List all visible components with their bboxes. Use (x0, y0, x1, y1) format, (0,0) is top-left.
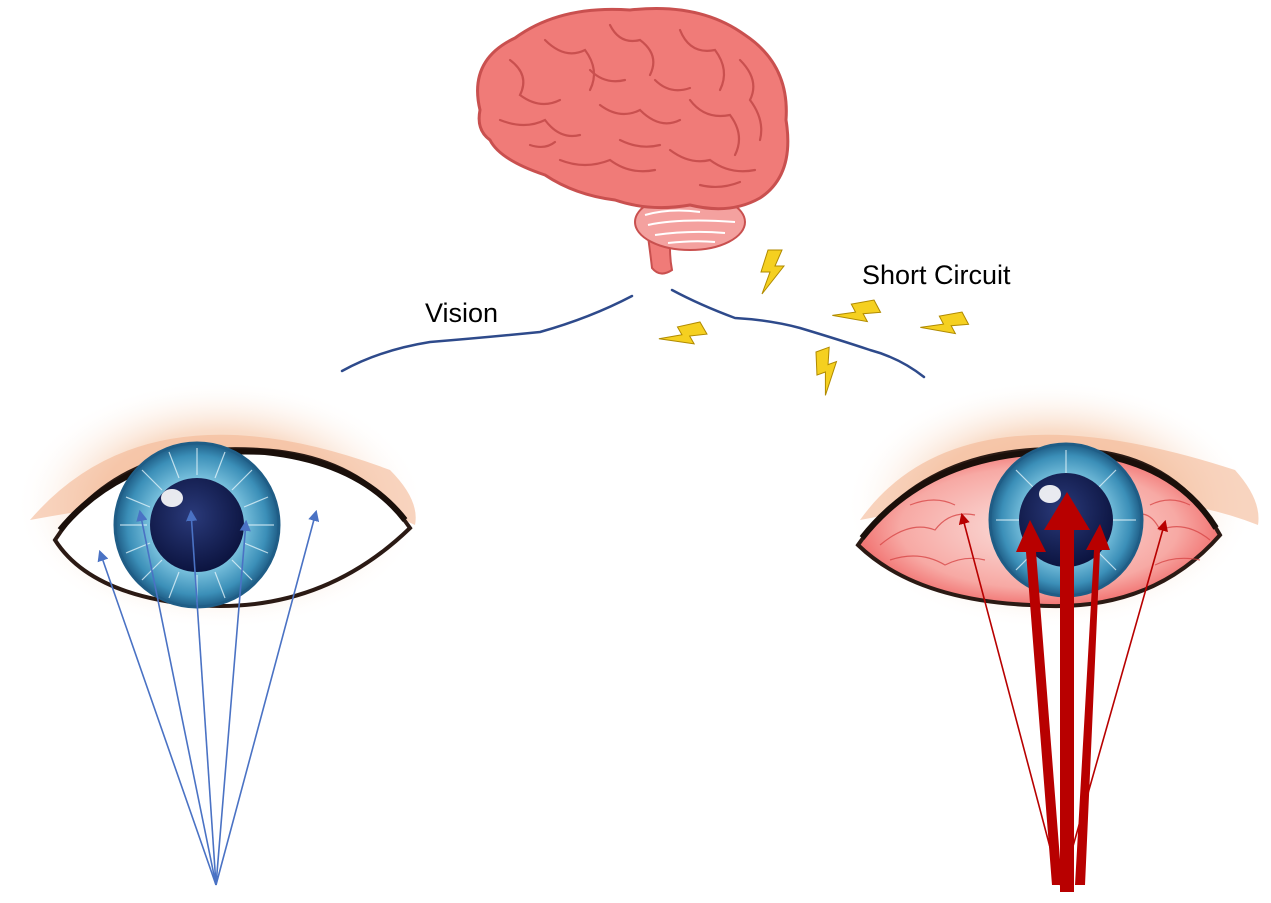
brain-icon (478, 8, 788, 273)
lightning-bolt-icon (920, 306, 970, 347)
lightning-bolt-icon (761, 250, 784, 294)
short-circuit-nerve-line (672, 290, 924, 377)
lightning-bolt-icon (809, 347, 846, 396)
lightning-bolt-icon (658, 316, 708, 358)
red-eye-icon (845, 380, 1259, 630)
short-circuit-label: Short Circuit (862, 260, 1011, 290)
vision-label: Vision (425, 298, 498, 328)
lightning-bolt-icon (832, 294, 882, 335)
eye-icon (15, 380, 425, 630)
